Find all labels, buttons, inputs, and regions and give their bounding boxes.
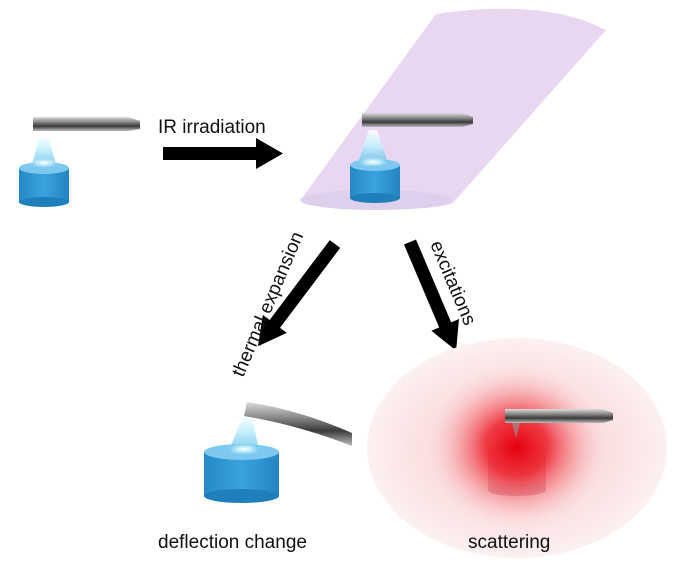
bent-cantilever-icon bbox=[244, 402, 352, 446]
ir-irradiation-label: IR irradiation bbox=[158, 117, 266, 138]
scattering-label: scattering bbox=[468, 532, 550, 553]
scattering-setup bbox=[367, 338, 667, 558]
thermal-expansion-arrow bbox=[257, 240, 341, 347]
ir-irradiation-arrow bbox=[163, 138, 283, 169]
scattering-glow-icon bbox=[427, 365, 607, 529]
afm-cantilever-icon bbox=[505, 409, 613, 438]
irradiated-setup bbox=[300, 8, 606, 210]
tip-glow-icon bbox=[28, 135, 60, 168]
initial-setup bbox=[19, 117, 140, 207]
afm-cantilever-icon bbox=[362, 113, 473, 127]
sample-cylinder-icon bbox=[19, 162, 69, 207]
deflection-change-label: deflection change bbox=[158, 532, 307, 553]
deflection-setup bbox=[204, 402, 352, 503]
tip-glow-icon bbox=[356, 130, 390, 167]
ir-beam-icon bbox=[300, 8, 606, 210]
excitations-arrow bbox=[404, 239, 459, 351]
afm-cantilever-icon bbox=[33, 117, 140, 131]
tip-glow-icon bbox=[226, 414, 262, 455]
